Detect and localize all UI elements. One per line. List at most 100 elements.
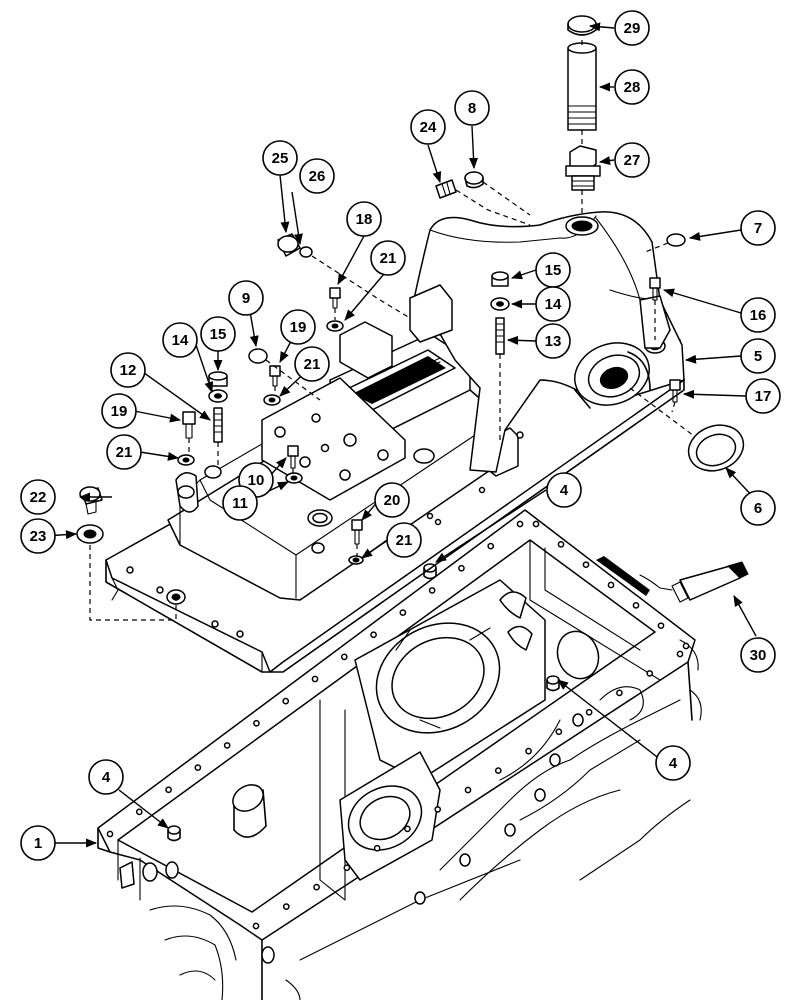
assembly-guide-lines xyxy=(89,40,695,621)
callout-15-left: 15 xyxy=(200,316,236,352)
callouts: 29 28 27 8 24 7 25 26 18 21 15 14 13 16 … xyxy=(20,10,781,861)
svg-text:15: 15 xyxy=(210,326,227,343)
svg-text:10: 10 xyxy=(248,472,265,489)
svg-text:9: 9 xyxy=(242,290,250,307)
callout-4-right: 4 xyxy=(655,745,691,781)
callout-17: 17 xyxy=(745,378,781,414)
svg-text:1: 1 xyxy=(34,835,42,852)
callout-26: 26 xyxy=(299,158,335,194)
flange-bolt-hole xyxy=(373,844,381,852)
svg-text:29: 29 xyxy=(624,20,641,37)
callout-9: 9 xyxy=(228,280,264,316)
svg-text:30: 30 xyxy=(750,647,767,664)
callout-5: 5 xyxy=(740,338,776,374)
callout-21-a: 21 xyxy=(370,240,406,276)
callout-15-right: 15 xyxy=(535,252,571,288)
svg-text:7: 7 xyxy=(754,220,762,237)
flange-bolt-hole xyxy=(657,622,665,630)
svg-text:28: 28 xyxy=(624,79,641,96)
flange-bolt-hole xyxy=(311,675,319,683)
callout-12: 12 xyxy=(110,352,146,388)
callout-16: 16 xyxy=(740,297,776,333)
callout-13: 13 xyxy=(535,323,571,359)
svg-text:21: 21 xyxy=(304,356,321,373)
small-parts xyxy=(76,15,749,603)
flange-bolt-hole xyxy=(516,520,524,528)
callout-21-c: 21 xyxy=(106,434,142,470)
svg-text:11: 11 xyxy=(232,495,248,512)
svg-text:14: 14 xyxy=(545,296,562,313)
flange-bolt-holes xyxy=(106,520,690,930)
callout-8: 8 xyxy=(454,90,490,126)
callout-18: 18 xyxy=(346,201,382,237)
svg-text:5: 5 xyxy=(754,348,762,365)
flange-bolt-hole xyxy=(494,767,502,774)
flange-bolt-hole xyxy=(487,542,495,550)
svg-text:17: 17 xyxy=(755,388,772,405)
flange-bolt-hole xyxy=(253,719,260,727)
svg-text:16: 16 xyxy=(750,307,767,324)
flange-bolt-hole xyxy=(165,786,172,794)
flange-bolt-hole xyxy=(343,864,351,872)
flange-bolt-hole xyxy=(340,653,348,661)
svg-text:4: 4 xyxy=(560,482,569,499)
svg-text:14: 14 xyxy=(172,332,189,349)
flange-bolt-hole xyxy=(458,564,465,572)
callout-19-a: 19 xyxy=(280,309,316,345)
svg-text:21: 21 xyxy=(116,444,133,461)
flange-bolt-hole xyxy=(223,742,231,749)
flange-bolt-hole xyxy=(404,825,411,833)
callout-1: 1 xyxy=(20,825,56,861)
svg-text:19: 19 xyxy=(111,403,128,420)
flange-bolt-hole xyxy=(106,830,114,838)
callout-14-left: 14 xyxy=(162,322,198,358)
callout-24: 24 xyxy=(410,109,446,145)
callout-14-right: 14 xyxy=(535,286,571,322)
svg-text:22: 22 xyxy=(30,489,47,506)
callout-20: 20 xyxy=(374,482,410,518)
svg-text:6: 6 xyxy=(754,500,762,517)
callout-22: 22 xyxy=(20,479,56,515)
svg-text:20: 20 xyxy=(384,492,401,509)
svg-text:4: 4 xyxy=(669,755,678,772)
svg-text:26: 26 xyxy=(309,168,326,185)
svg-text:19: 19 xyxy=(290,319,307,336)
flange-bolt-hole xyxy=(434,806,442,813)
callout-28: 28 xyxy=(614,69,650,105)
flange-bolt-hole xyxy=(194,764,202,771)
flange-bolt-hole xyxy=(313,883,320,891)
flange-bolt-hole xyxy=(370,631,377,639)
callout-4-left: 4 xyxy=(88,759,124,795)
callout-11: 11 xyxy=(222,485,258,521)
flange-bolt-hole xyxy=(399,609,407,616)
callout-6: 6 xyxy=(740,490,776,526)
svg-text:27: 27 xyxy=(624,152,641,169)
callout-7: 7 xyxy=(740,210,776,246)
callout-4-top: 4 xyxy=(546,472,582,508)
callout-25: 25 xyxy=(262,140,298,176)
flange-bolt-hole xyxy=(282,903,290,910)
flange-bolt-hole xyxy=(532,520,540,528)
transmission-housing xyxy=(97,509,702,1000)
svg-text:4: 4 xyxy=(102,769,111,786)
callout-27: 27 xyxy=(614,142,650,178)
flange-bolt-hole xyxy=(607,581,615,589)
svg-text:24: 24 xyxy=(420,119,437,136)
flange-bolt-hole xyxy=(632,601,640,609)
flange-bolt-hole xyxy=(252,922,260,930)
svg-text:23: 23 xyxy=(30,528,47,545)
flange-bolt-hole xyxy=(464,786,472,794)
callout-29: 29 xyxy=(614,10,650,46)
svg-text:12: 12 xyxy=(120,362,137,379)
callout-30: 30 xyxy=(740,637,776,673)
callout-21-d: 21 xyxy=(386,522,422,558)
callout-23: 23 xyxy=(20,518,56,554)
callout-21-b: 21 xyxy=(294,346,330,382)
svg-text:25: 25 xyxy=(272,150,289,167)
flange-bolt-hole xyxy=(676,650,684,658)
svg-text:13: 13 xyxy=(545,333,562,350)
flange-bolt-hole xyxy=(646,670,654,677)
flange-bolt-hole xyxy=(135,808,143,816)
flange-bolt-hole xyxy=(582,561,590,569)
